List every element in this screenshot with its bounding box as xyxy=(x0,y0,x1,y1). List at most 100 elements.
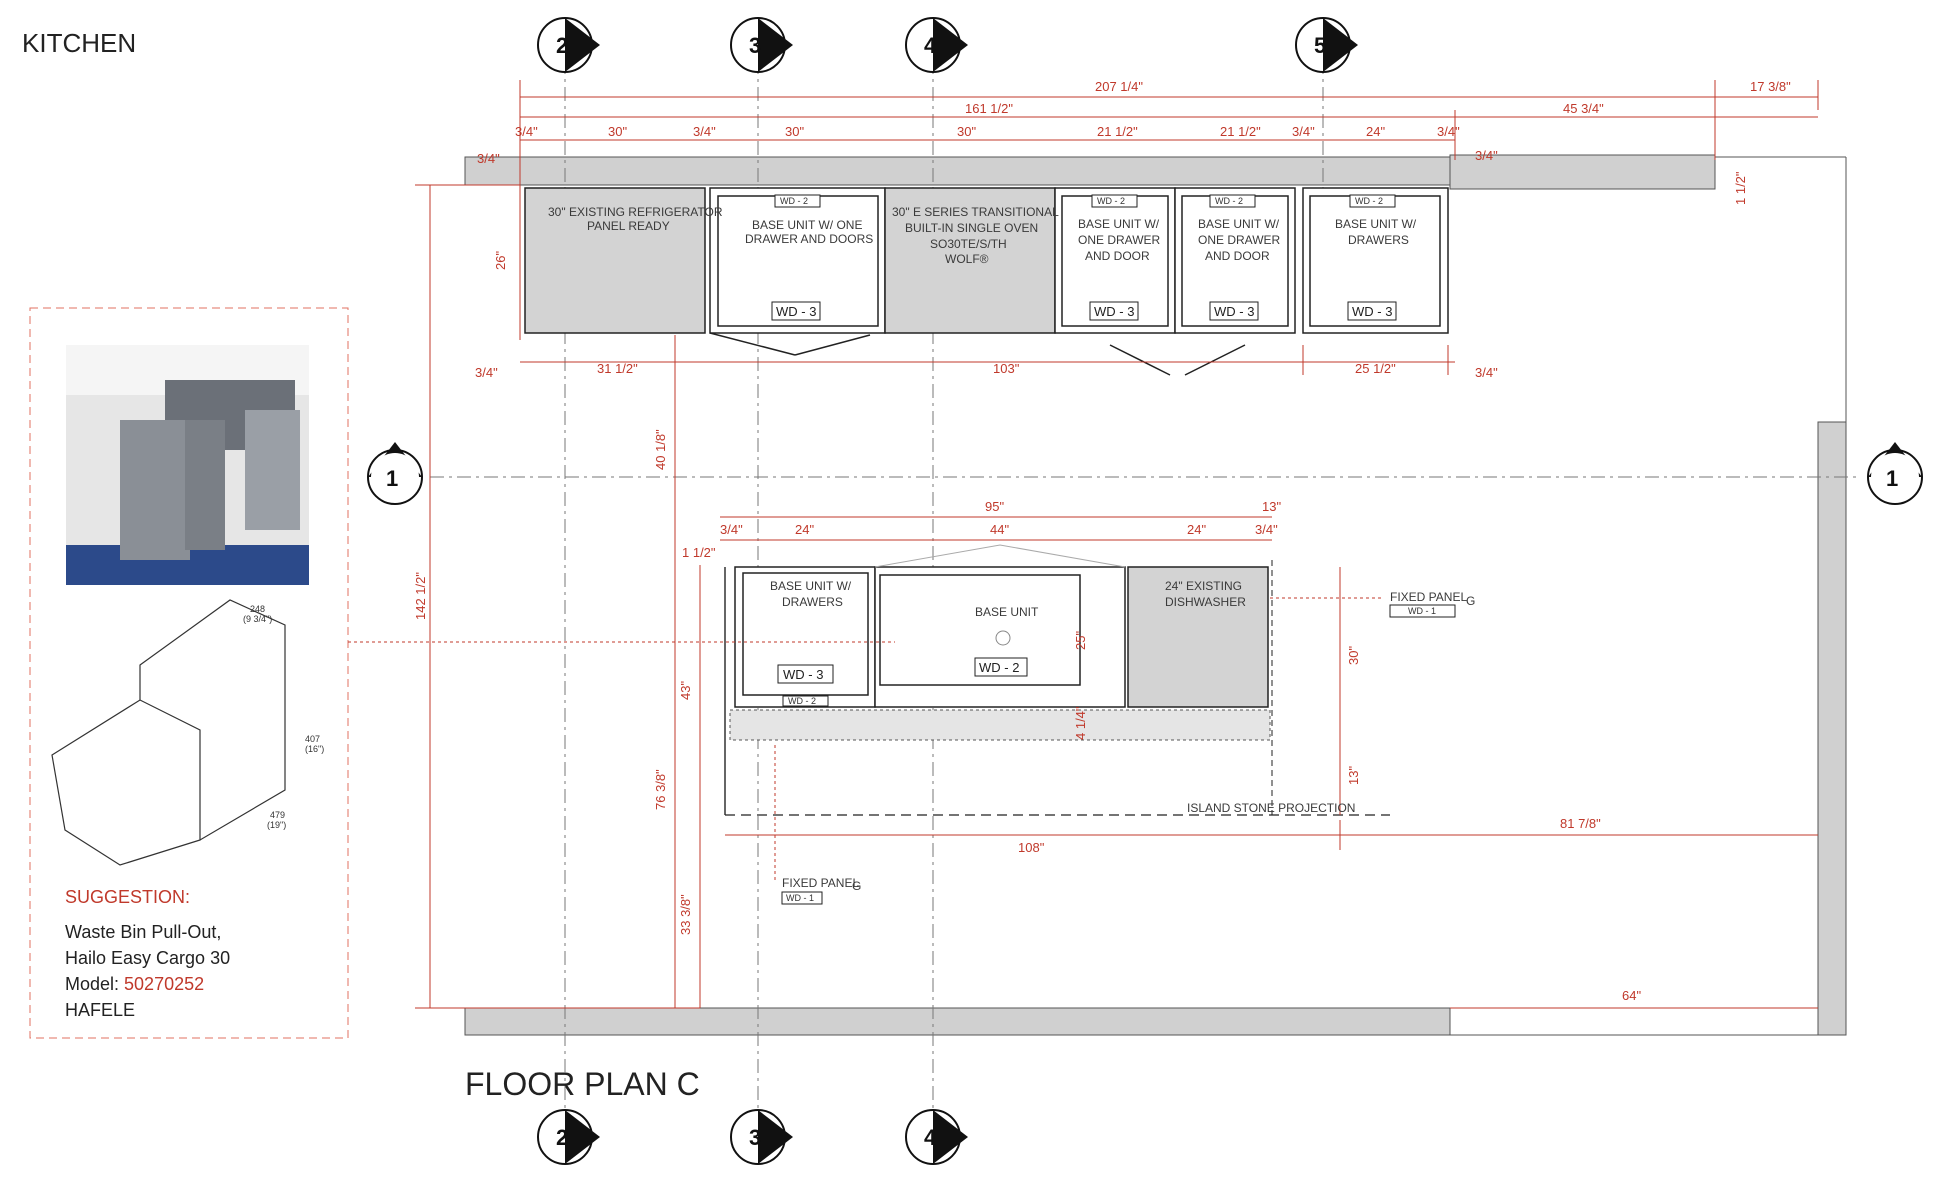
suggestion-panel: 248 (9 3/4") 407 (16") 479 (19") SUGGEST… xyxy=(29,307,895,1039)
svg-text:33 3/8": 33 3/8" xyxy=(678,894,693,935)
svg-text:FIXED PANEL: FIXED PANEL xyxy=(782,876,859,890)
svg-text:40 1/8": 40 1/8" xyxy=(653,429,668,470)
grid-lines xyxy=(430,60,1860,1135)
svg-text:4: 4 xyxy=(924,1125,937,1150)
svg-text:142 1/2": 142 1/2" xyxy=(413,572,428,620)
fixed-panel-lower: FIXED PANEL WD - 1 G xyxy=(774,745,861,905)
svg-text:SO30TE/S/TH: SO30TE/S/TH xyxy=(930,237,1007,251)
svg-text:407: 407 xyxy=(305,734,320,744)
svg-text:BASE UNIT W/: BASE UNIT W/ xyxy=(770,579,852,593)
svg-text:24": 24" xyxy=(1187,522,1206,537)
svg-text:30" E SERIES TRANSITIONAL: 30" E SERIES TRANSITIONAL xyxy=(892,205,1059,219)
svg-text:1: 1 xyxy=(386,466,398,491)
svg-text:30" EXISTING REFRIGERATOR: 30" EXISTING REFRIGERATOR xyxy=(548,205,723,219)
svg-text:3/4": 3/4" xyxy=(1292,124,1315,139)
left-vertical-dims: 142 1/2" 40 1/8" 43" 76 3/8" 33 3/8" xyxy=(413,184,701,1009)
svg-text:ONE DRAWER: ONE DRAWER xyxy=(1198,233,1281,247)
svg-text:WD - 2: WD - 2 xyxy=(1215,196,1243,206)
svg-text:WD - 2: WD - 2 xyxy=(788,696,816,706)
suggestion-brand: HAFELE xyxy=(65,1000,135,1020)
svg-text:DRAWERS: DRAWERS xyxy=(782,595,843,609)
svg-text:DISHWASHER: DISHWASHER xyxy=(1165,595,1246,609)
svg-text:2: 2 xyxy=(556,1125,568,1150)
suggestion-heading: SUGGESTION: xyxy=(65,887,190,907)
floor-plan-title: FLOOR PLAN C xyxy=(465,1066,700,1102)
svg-text:207 1/4": 207 1/4" xyxy=(1095,79,1143,94)
svg-text:31 1/2": 31 1/2" xyxy=(597,361,638,376)
svg-text:BASE UNIT W/: BASE UNIT W/ xyxy=(1335,217,1417,231)
svg-text:1 1/2": 1 1/2" xyxy=(682,545,716,560)
svg-text:3/4": 3/4" xyxy=(1255,522,1278,537)
svg-text:BASE UNIT W/ ONE: BASE UNIT W/ ONE xyxy=(752,218,862,232)
waste-bin-drawing: 248 (9 3/4") 407 (16") 479 (19") xyxy=(51,599,324,866)
grid-bubble-bottom-4: 4 xyxy=(905,1109,968,1165)
svg-text:DRAWER AND DOORS: DRAWER AND DOORS xyxy=(745,232,873,246)
svg-text:4: 4 xyxy=(924,33,937,58)
svg-text:3/4": 3/4" xyxy=(720,522,743,537)
svg-text:25": 25" xyxy=(1073,631,1088,650)
svg-text:DRAWERS: DRAWERS xyxy=(1348,233,1409,247)
grid-bubble-top-5: 5 xyxy=(1295,17,1358,73)
grid-bubble-top-4: 4 xyxy=(905,17,968,73)
svg-text:24" EXISTING: 24" EXISTING xyxy=(1165,579,1242,593)
svg-text:BASE UNIT: BASE UNIT xyxy=(975,605,1039,619)
svg-text:WD - 3: WD - 3 xyxy=(1094,304,1134,319)
svg-text:(9 3/4"): (9 3/4") xyxy=(243,614,272,624)
svg-text:30": 30" xyxy=(785,124,804,139)
svg-text:3/4": 3/4" xyxy=(693,124,716,139)
svg-text:3/4": 3/4" xyxy=(475,365,498,380)
svg-text:WD - 3: WD - 3 xyxy=(1352,304,1392,319)
svg-text:ONE DRAWER: ONE DRAWER xyxy=(1078,233,1161,247)
section-bubble-right: 1 xyxy=(1867,442,1923,505)
svg-text:(16"): (16") xyxy=(305,744,324,754)
svg-text:17 3/8": 17 3/8" xyxy=(1750,79,1791,94)
svg-text:3/4": 3/4" xyxy=(515,124,538,139)
svg-text:ISLAND STONE PROJECTION: ISLAND STONE PROJECTION xyxy=(1187,801,1355,815)
svg-text:479: 479 xyxy=(270,810,285,820)
svg-text:(19"): (19") xyxy=(267,820,286,830)
svg-text:26": 26" xyxy=(493,251,508,270)
svg-text:AND DOOR: AND DOOR xyxy=(1205,249,1270,263)
svg-text:3/4": 3/4" xyxy=(1437,124,1460,139)
svg-text:81 7/8": 81 7/8" xyxy=(1560,816,1601,831)
svg-text:3/4": 3/4" xyxy=(1475,148,1498,163)
svg-text:BASE UNIT W/: BASE UNIT W/ xyxy=(1078,217,1160,231)
wall-cabinet-run xyxy=(524,187,1449,376)
svg-text:WD - 2: WD - 2 xyxy=(1355,196,1383,206)
suggestion-line1: Waste Bin Pull-Out, xyxy=(65,922,221,942)
island: 95" 13" 3/4" 24" 44" 24" 3/4" 1 1/2" BAS… xyxy=(682,499,1475,816)
svg-text:24": 24" xyxy=(1366,124,1385,139)
svg-text:WD - 2: WD - 2 xyxy=(1097,196,1125,206)
svg-text:WD - 2: WD - 2 xyxy=(979,660,1019,675)
grid-bubble-top-3: 3 xyxy=(730,17,793,73)
svg-text:3: 3 xyxy=(749,1125,761,1150)
top-dimension-strings: 207 1/4" 17 3/8" 161 1/2" 45 3/4" 3/4" 3… xyxy=(477,79,1819,340)
waste-bin-photo xyxy=(66,345,309,585)
svg-text:WD - 2: WD - 2 xyxy=(780,196,808,206)
svg-text:5: 5 xyxy=(1314,33,1326,58)
svg-text:43": 43" xyxy=(678,681,693,700)
svg-text:30": 30" xyxy=(1346,646,1361,665)
section-bubble-left: 1 xyxy=(367,442,423,505)
base-unit-3-label: WD - 2 BASE UNIT W/ ONE DRAWER AND DOOR … xyxy=(1198,194,1281,321)
grid-bubble-bottom-3: 3 xyxy=(730,1109,793,1165)
svg-text:BASE UNIT W/: BASE UNIT W/ xyxy=(1198,217,1280,231)
svg-text:3/4": 3/4" xyxy=(1475,365,1498,380)
svg-text:2: 2 xyxy=(556,33,568,58)
svg-text:3/4": 3/4" xyxy=(477,151,500,166)
svg-text:95": 95" xyxy=(985,499,1004,514)
grid-bubble-bottom-2: 2 xyxy=(537,1109,600,1165)
oven-label: 30" E SERIES TRANSITIONAL BUILT-IN SINGL… xyxy=(892,205,1059,266)
wall-run-bottom-dims: 3/4" 31 1/2" 103" 25 1/2" 3/4" xyxy=(475,345,1498,380)
walls xyxy=(464,154,1847,1036)
base-unit-4-label: WD - 2 BASE UNIT W/ DRAWERS WD - 3 xyxy=(1335,194,1417,321)
svg-text:45 3/4": 45 3/4" xyxy=(1563,101,1604,116)
grid-bubble-top-2: 2 xyxy=(537,17,600,73)
svg-text:AND DOOR: AND DOOR xyxy=(1085,249,1150,263)
svg-text:108": 108" xyxy=(1018,840,1045,855)
suggestion-line2: Hailo Easy Cargo 30 xyxy=(65,948,230,968)
svg-text:30": 30" xyxy=(608,124,627,139)
svg-text:76 3/8": 76 3/8" xyxy=(653,769,668,810)
svg-text:G: G xyxy=(1466,594,1475,608)
